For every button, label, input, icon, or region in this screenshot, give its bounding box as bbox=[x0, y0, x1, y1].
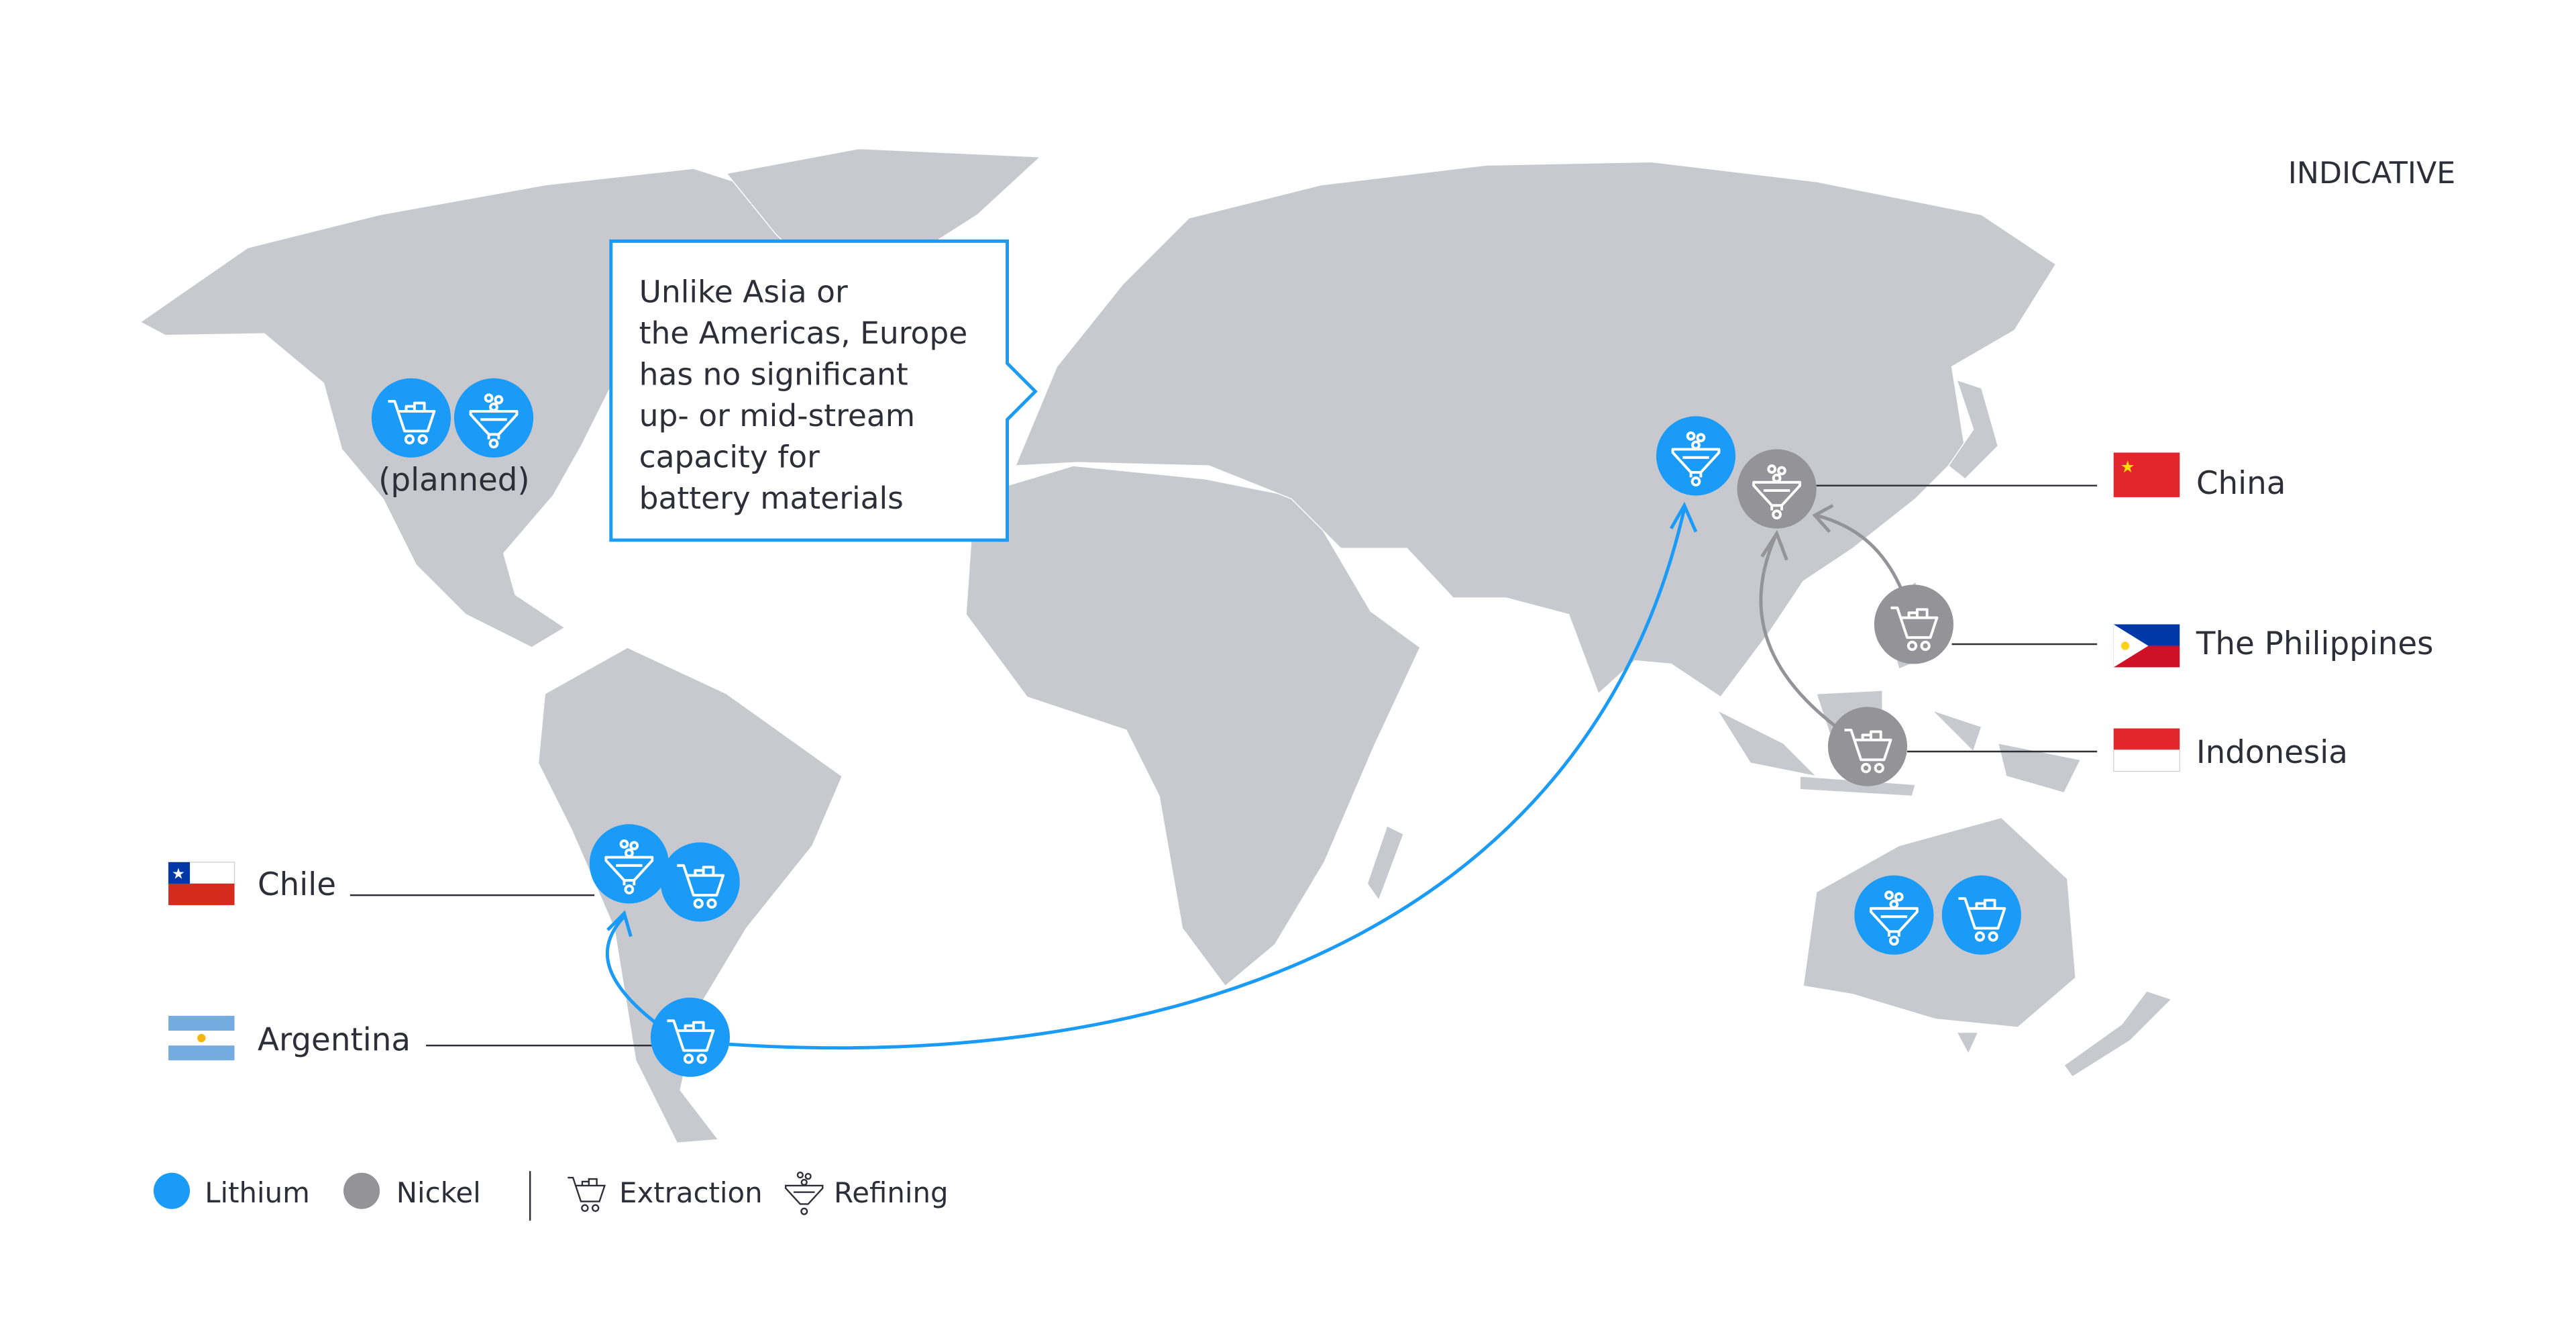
usa-planned-label: (planned) bbox=[378, 462, 529, 499]
country-philippines: The Philippines bbox=[2113, 624, 2434, 668]
legend: Lithium Nickel Extraction Refining bbox=[153, 1171, 949, 1221]
svg-text:★: ★ bbox=[172, 866, 185, 883]
indicative-label: INDICATIVE bbox=[2288, 156, 2456, 191]
country-chile: ★ Chile bbox=[168, 862, 336, 905]
callout-line: up- or mid-stream bbox=[639, 398, 915, 433]
europe-callout: Unlike Asia or the Americas, Europe has … bbox=[609, 239, 1038, 542]
indonesia-nickel-extraction-marker[interactable] bbox=[1827, 707, 1908, 786]
china-lithium-refining-marker[interactable] bbox=[1656, 416, 1736, 496]
country-indonesia: Indonesia bbox=[2113, 728, 2348, 772]
world-map bbox=[139, 148, 2173, 1144]
callout-line: battery materials bbox=[639, 480, 904, 516]
leader-lines bbox=[350, 484, 2098, 1047]
country-label-philippines: The Philippines bbox=[2196, 626, 2434, 662]
callout-line: the Americas, Europe bbox=[639, 315, 968, 351]
country-china: ★ China bbox=[2113, 452, 2286, 502]
argentina-lithium-extraction-marker[interactable] bbox=[650, 997, 730, 1077]
lithium-flow-argentina-chile bbox=[605, 915, 659, 1026]
chile-lithium-refining-marker[interactable] bbox=[589, 824, 669, 904]
australia-lithium-refining-marker[interactable] bbox=[1854, 875, 1934, 955]
chile-lithium-extraction-marker[interactable] bbox=[660, 842, 740, 922]
australia-lithium-extraction-marker[interactable] bbox=[1941, 875, 2021, 955]
arrowhead bbox=[1669, 501, 1698, 533]
philippines-nickel-extraction-marker[interactable] bbox=[1874, 584, 1953, 664]
africa bbox=[965, 465, 1421, 987]
arrowhead bbox=[1760, 529, 1788, 561]
usa-lithium-refining-marker[interactable] bbox=[453, 378, 534, 458]
lithium-flow-argentina-china bbox=[722, 508, 1686, 1050]
legend-refining: Refining bbox=[834, 1176, 948, 1209]
callout-line: capacity for bbox=[639, 440, 820, 475]
callout-line: has no significant bbox=[639, 357, 908, 393]
legend-lithium: Lithium bbox=[205, 1176, 310, 1209]
madagascar bbox=[1366, 825, 1405, 902]
country-label-chile: Chile bbox=[258, 867, 336, 903]
argentina-flag-icon bbox=[168, 1015, 235, 1061]
arrowhead bbox=[1812, 504, 1834, 533]
country-argentina: Argentina bbox=[168, 1015, 411, 1061]
nickel-swatch bbox=[343, 1172, 380, 1209]
country-label-china: China bbox=[2196, 466, 2286, 502]
nickel-flow-philippines-china bbox=[1816, 513, 1904, 592]
country-label-indonesia: Indonesia bbox=[2196, 735, 2348, 771]
callout-line: Unlike Asia or bbox=[639, 274, 848, 309]
usa-lithium-extraction-marker[interactable] bbox=[371, 378, 451, 458]
philippines-flag-icon bbox=[2113, 624, 2180, 668]
australia bbox=[1803, 817, 2076, 1055]
refining-legend-funnel-icon bbox=[785, 1172, 824, 1215]
arrowhead bbox=[606, 910, 633, 937]
extraction-legend-cart-icon bbox=[568, 1176, 606, 1212]
legend-extraction: Extraction bbox=[619, 1176, 763, 1209]
china-flag-icon: ★ bbox=[2113, 452, 2180, 497]
eurasia bbox=[1014, 161, 2057, 698]
japan bbox=[1947, 378, 1999, 480]
flow-arrows bbox=[605, 501, 1904, 1050]
new-zealand bbox=[2063, 990, 2173, 1078]
markers bbox=[371, 378, 2021, 1077]
country-label-argentina: Argentina bbox=[258, 1023, 411, 1059]
indonesia-flag-icon bbox=[2113, 728, 2180, 772]
china-nickel-refining-marker[interactable] bbox=[1737, 449, 1817, 529]
lithium-swatch bbox=[153, 1172, 191, 1209]
chile-flag-icon: ★ bbox=[168, 862, 235, 905]
legend-nickel: Nickel bbox=[396, 1176, 481, 1209]
nickel-flow-indonesia-china bbox=[1759, 536, 1837, 729]
svg-text:★: ★ bbox=[2121, 457, 2135, 476]
